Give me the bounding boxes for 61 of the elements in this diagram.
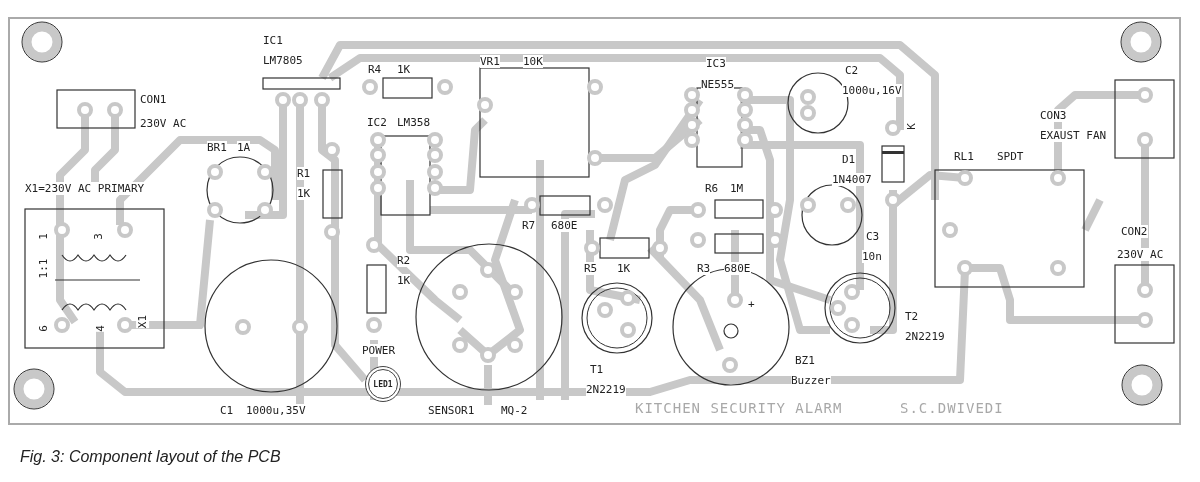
silkscreen-label: R3	[697, 262, 711, 275]
silkscreen-label: CON2	[1121, 225, 1148, 238]
silkscreen-label: C1	[220, 404, 234, 417]
silkscreen-label: 1K	[297, 187, 311, 200]
silkscreen-label: 1K	[397, 274, 411, 287]
silkscreen-label: 10K	[523, 55, 543, 68]
led-outline	[365, 366, 401, 402]
silkscreen-label: 1K	[397, 63, 411, 76]
silkscreen-label: SPDT	[997, 150, 1024, 163]
silkscreen-label: T2	[905, 310, 919, 323]
silkscreen-label: 1A	[237, 141, 251, 154]
silkscreen-label: 2N2219	[905, 330, 945, 343]
board-title-text: KITCHEN SECURITY ALARM	[635, 402, 843, 415]
silkscreen-label: IC1	[263, 34, 283, 47]
silkscreen-label: R6	[705, 182, 719, 195]
silkscreen-label: IC2	[367, 116, 387, 129]
silkscreen-label: 6	[36, 325, 50, 332]
silkscreen-label: NE555	[701, 78, 735, 91]
silkscreen-label: X1	[136, 314, 150, 329]
silkscreen-label: 1000u,35V	[246, 404, 306, 417]
silkscreen-label: C2	[845, 64, 859, 77]
board-title-text: S.C.DWIVEDI	[900, 402, 1004, 415]
silkscreen-label: R7	[522, 219, 536, 232]
silkscreen-label: X1=230V AC PRIMARY	[25, 182, 145, 195]
silkscreen-label: 1N4007	[832, 173, 872, 186]
silkscreen-label: MQ-2	[501, 404, 528, 417]
silkscreen-label: R2	[397, 254, 411, 267]
silkscreen-label: BZ1	[795, 354, 815, 367]
silkscreen-label: 1000u,16V	[842, 84, 902, 97]
silkscreen-label: 680E	[724, 262, 751, 275]
silkscreen-label: CON3	[1040, 109, 1067, 122]
silkscreen-label: LM7805	[263, 54, 303, 67]
silkscreen-label: 1	[36, 233, 50, 240]
silkscreen-label: C3	[866, 230, 880, 243]
silkscreen-label: BR1	[207, 141, 227, 154]
silkscreen-label: 680E	[551, 219, 578, 232]
silkscreen-label: IC3	[706, 57, 726, 70]
silkscreen-label: Buzzer	[791, 374, 831, 387]
silkscreen-label: 2N2219	[586, 383, 626, 396]
silkscreen-label: SENSOR1	[428, 404, 475, 417]
silkscreen-label: LM358	[397, 116, 431, 129]
silkscreen-label: K	[904, 123, 918, 130]
silkscreen-label: R5	[584, 262, 598, 275]
silkscreen-label: POWER	[362, 344, 396, 357]
silkscreen-label: 1M	[730, 182, 744, 195]
silkscreen-label: D1	[842, 153, 856, 166]
figure-caption: Fig. 3: Component layout of the PCB	[20, 448, 281, 466]
silkscreen-label: RL1	[954, 150, 974, 163]
silkscreen-label: 230V AC	[140, 117, 187, 130]
silkscreen-label: T1	[590, 363, 604, 376]
silkscreen-label: CON1	[140, 93, 167, 106]
silkscreen-label: R1	[297, 167, 311, 180]
component-label: LED1	[373, 379, 393, 389]
silkscreen-label: VR1	[480, 55, 500, 68]
silkscreen-label: 10n	[862, 250, 882, 263]
silkscreen-label: 4	[93, 325, 107, 332]
silkscreen-label: 230V AC	[1117, 248, 1164, 261]
silkscreen-label: 1K	[617, 262, 631, 275]
silkscreen-label: 3	[91, 233, 105, 240]
silkscreen-label: EXAUST FAN	[1040, 129, 1107, 142]
silkscreen-label: R4	[368, 63, 382, 76]
